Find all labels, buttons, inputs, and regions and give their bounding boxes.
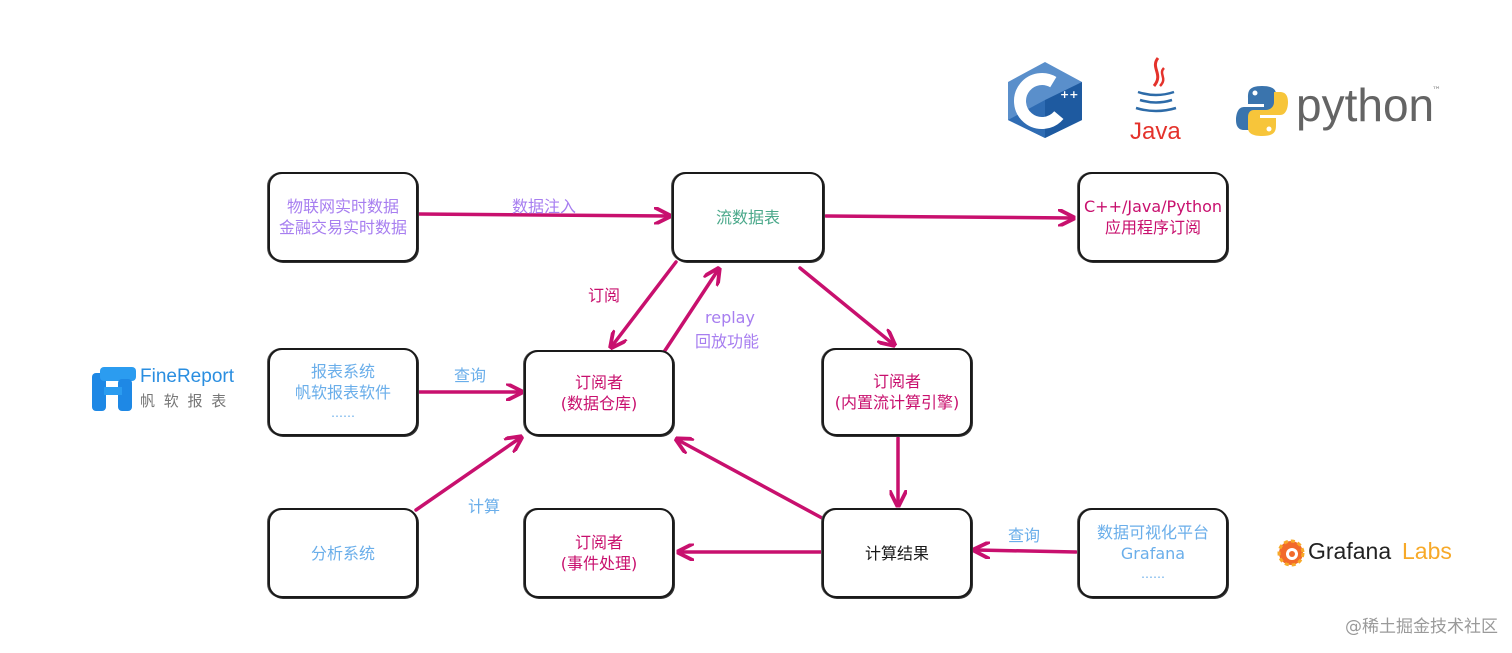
arrow-inject [416, 214, 668, 216]
arrow-query-grafana [976, 550, 1078, 552]
arrow-to-engine [798, 266, 893, 344]
node-text: …… [1141, 566, 1165, 581]
label-replay: replay [705, 308, 755, 327]
node-text: 报表系统 [310, 361, 375, 381]
node-text: Grafana [1120, 543, 1186, 563]
java-logo-icon: Java [1128, 56, 1184, 152]
label-query-report: 查询 [454, 366, 487, 385]
finereport-logo-text: FineReport [140, 366, 234, 387]
label-replay-cn: 回放功能 [695, 332, 760, 351]
node-event-subscriber[interactable]: 订阅者 (事件处理) [524, 508, 674, 598]
node-app-subscribe[interactable]: C++/Java/Python 应用程序订阅 [1078, 172, 1228, 262]
node-text: 应用程序订阅 [1104, 218, 1201, 237]
node-text: 订阅者 [872, 372, 921, 391]
label-compute: 计算 [468, 497, 501, 516]
node-text: (数据仓库) [560, 394, 638, 413]
python-logo-icon: python ™ [1236, 79, 1456, 140]
node-warehouse-subscriber[interactable]: 订阅者 (数据仓库) [524, 350, 674, 436]
arrow-to-app [824, 216, 1072, 218]
label-inject: 数据注入 [512, 197, 577, 216]
node-text: 物联网实时数据 [286, 197, 399, 216]
grafana-labs-text: Labs [1402, 538, 1452, 564]
node-text: 帆软报表软件 [294, 382, 391, 402]
node-grafana[interactable]: 数据可视化平台 Grafana …… [1078, 508, 1228, 598]
finereport-logo-subtext: 帆 软 报 表 [140, 392, 229, 410]
node-text: (内置流计算引擎) [834, 393, 960, 412]
finereport-logo-icon: FineReport 帆 软 报 表 [92, 366, 252, 412]
node-compute-result[interactable]: 计算结果 [822, 508, 972, 598]
grafana-logo-icon: Grafana Labs [1276, 536, 1466, 570]
node-text: 订阅者 [574, 533, 623, 552]
python-tm: ™ [1432, 86, 1441, 96]
cpp-logo-icon: ++ [1004, 60, 1086, 140]
node-text: C++/Java/Python [1083, 197, 1223, 216]
cpp-plus-text: ++ [1060, 88, 1079, 101]
arrow-subscribe [612, 260, 678, 346]
node-iot-source[interactable]: 物联网实时数据 金融交易实时数据 [268, 172, 418, 262]
node-text: 金融交易实时数据 [278, 218, 407, 237]
node-text: 流数据表 [715, 207, 780, 227]
node-text: …… [331, 405, 355, 420]
arrow-compute [414, 438, 520, 512]
node-text: 数据可视化平台 [1096, 522, 1209, 542]
arrow-replay [662, 270, 718, 354]
label-query-grafana: 查询 [1008, 526, 1041, 545]
node-text: 订阅者 [574, 373, 623, 392]
java-logo-text: Java [1130, 118, 1181, 145]
python-logo-text: python [1296, 79, 1435, 131]
node-stream-table[interactable]: 流数据表 [672, 172, 824, 262]
node-engine-subscriber[interactable]: 订阅者 (内置流计算引擎) [822, 348, 972, 436]
node-analysis-system[interactable]: 分析系统 [268, 508, 418, 598]
node-text: (事件处理) [560, 554, 638, 573]
watermark: @稀土掘金技术社区 [1345, 617, 1498, 637]
node-text: 计算结果 [864, 543, 929, 563]
grafana-logo-text: Grafana [1308, 538, 1392, 564]
label-subscribe: 订阅 [588, 286, 621, 305]
node-text: 分析系统 [310, 543, 375, 563]
arrow-result-to-warehouse [678, 440, 824, 520]
node-report-system[interactable]: 报表系统 帆软报表软件 …… [268, 348, 418, 436]
